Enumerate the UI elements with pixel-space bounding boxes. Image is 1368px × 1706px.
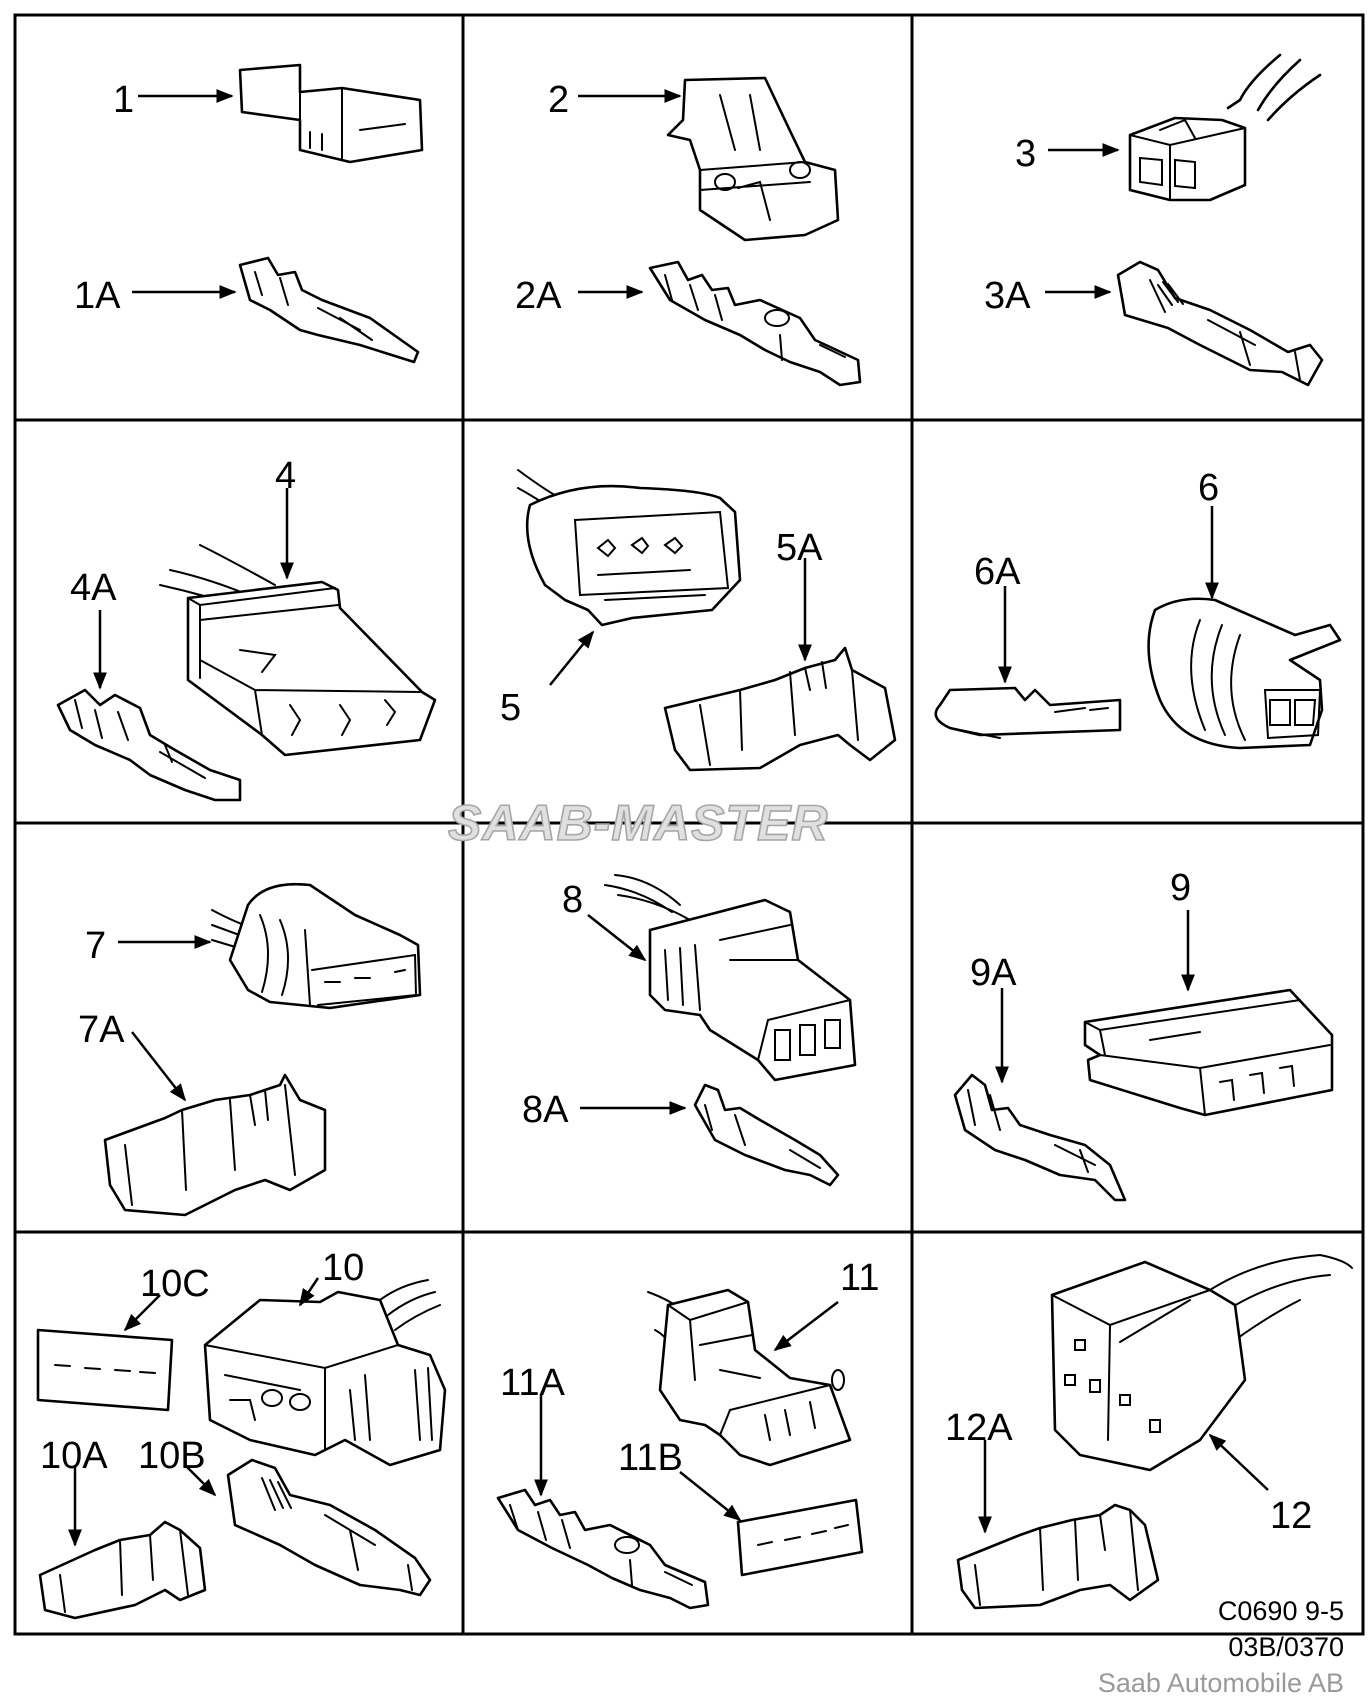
terminal-8a	[693, 1083, 840, 1187]
callout-line-10c	[123, 1294, 161, 1332]
label-7a: 7A	[78, 1009, 125, 1051]
connector-2	[666, 76, 840, 242]
label-9a: 9A	[970, 952, 1017, 994]
callout-line-12	[1208, 1433, 1269, 1491]
terminal-3a	[1116, 260, 1324, 387]
seal-10c	[36, 1328, 174, 1412]
watermark: SAAB-MASTER	[448, 795, 828, 851]
label-7: 7	[85, 925, 106, 967]
label-6a: 6A	[974, 551, 1021, 593]
diagram-code: C0690 9-5	[1217, 1596, 1344, 1626]
reference-number: 03B/0370	[1228, 1632, 1344, 1662]
connector-8	[604, 874, 857, 1082]
callout-line-5	[549, 630, 595, 686]
cell-11: 11 11A 11B	[496, 1257, 879, 1610]
grid-frame	[13, 13, 1365, 1636]
terminal-4a	[56, 688, 242, 802]
callout-line-11	[773, 1301, 839, 1352]
cell-6: 6 6A	[934, 467, 1342, 750]
connector-12	[1050, 1253, 1353, 1472]
callout-line-8	[587, 914, 647, 962]
connector-3	[1128, 53, 1322, 202]
label-1: 1	[113, 79, 134, 121]
connector-6	[1147, 597, 1342, 750]
seal-11b	[736, 1498, 864, 1577]
terminal-10a	[38, 1520, 207, 1620]
terminal-7a	[103, 1073, 327, 1217]
label-8a: 8A	[522, 1089, 569, 1131]
label-12a: 12A	[945, 1407, 1013, 1449]
terminal-11a	[496, 1488, 710, 1610]
label-11a: 11A	[500, 1362, 565, 1404]
callout-line-10b	[184, 1464, 217, 1497]
terminal-2a	[648, 260, 862, 387]
connector-5	[517, 469, 742, 627]
callout-line-11b	[679, 1471, 742, 1522]
label-10a: 10A	[40, 1435, 108, 1477]
label-5a: 5A	[776, 527, 823, 569]
label-3: 3	[1015, 133, 1036, 175]
label-4a: 4A	[70, 567, 117, 609]
label-2a: 2A	[515, 275, 562, 317]
cell-7: 7 7A	[78, 882, 422, 1217]
terminal-9a	[953, 1073, 1127, 1202]
company-name: Saab Automobile AB	[1097, 1668, 1344, 1698]
label-10c: 10C	[140, 1263, 210, 1305]
label-2: 2	[548, 79, 569, 121]
label-8: 8	[562, 879, 583, 921]
cell-12: 12 12A	[945, 1253, 1353, 1610]
cell-5: 5 5A	[500, 469, 897, 772]
connector-10	[203, 1279, 447, 1467]
callout-line-7a	[131, 1031, 187, 1102]
label-9: 9	[1170, 867, 1191, 909]
cell-2: 2 2A	[515, 76, 862, 387]
label-10b: 10B	[138, 1435, 206, 1477]
cell-3: 3 3A	[984, 53, 1324, 387]
connector-1	[238, 63, 424, 164]
label-12: 12	[1270, 1495, 1312, 1537]
connector-7	[211, 882, 422, 1010]
label-1a: 1A	[74, 275, 121, 317]
connector-11	[647, 1288, 852, 1467]
cell-1: 1 1A	[74, 63, 424, 364]
label-6: 6	[1198, 467, 1219, 509]
label-10: 10	[322, 1247, 364, 1289]
cell-4: 4 4A	[56, 455, 437, 802]
label-3a: 3A	[984, 275, 1031, 317]
label-4: 4	[275, 455, 296, 497]
cell-10: 10C 10 10A 10B	[36, 1247, 447, 1620]
terminal-5a	[663, 646, 897, 772]
connector-9	[1083, 988, 1334, 1117]
cell-9: 9 9A	[953, 867, 1334, 1202]
terminal-1a	[238, 256, 420, 364]
terminal-6a	[934, 686, 1122, 739]
label-5: 5	[500, 687, 521, 729]
connector-4	[159, 544, 437, 757]
terminal-12a	[956, 1503, 1160, 1610]
terminal-10b	[226, 1458, 432, 1597]
label-11b: 11B	[618, 1437, 683, 1479]
label-11: 11	[840, 1257, 879, 1299]
cell-8: 8 8A	[522, 874, 857, 1187]
callout-line-10	[298, 1277, 320, 1307]
